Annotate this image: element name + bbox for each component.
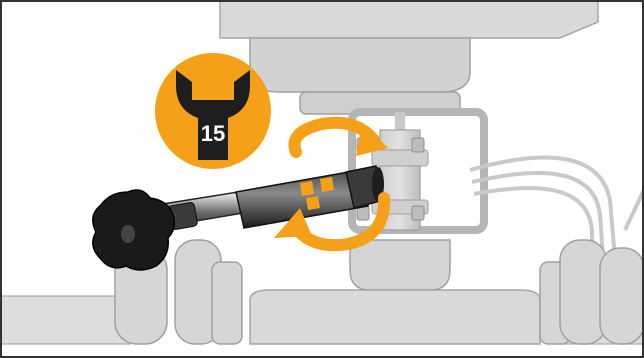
star-knob [93, 190, 174, 270]
wrench-size-label: 15 [201, 121, 225, 146]
wrench-size-badge: 15 [155, 53, 271, 169]
